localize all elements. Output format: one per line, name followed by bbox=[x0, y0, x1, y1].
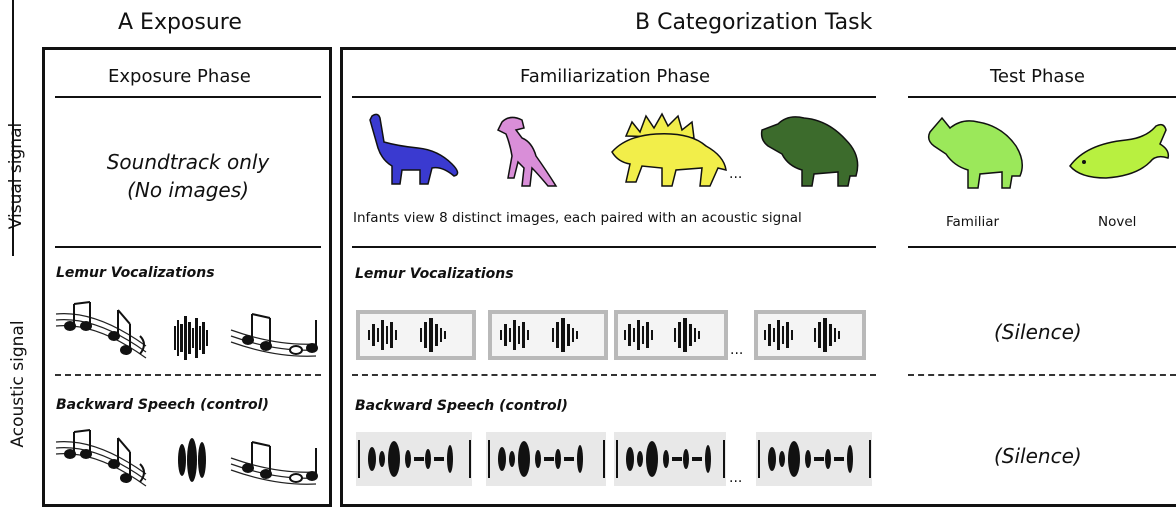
familiarization-acoustic-divider bbox=[352, 374, 876, 376]
lemur-waveform-2 bbox=[488, 310, 608, 360]
backward-waveform-traces bbox=[356, 432, 872, 486]
exposure-lemur-music-notes-icon bbox=[55, 301, 318, 360]
silence-label-1: (Silence) bbox=[994, 320, 1082, 344]
familiar-triceratops-image bbox=[927, 116, 1023, 189]
familiarization-caption: Infants view 8 distinct images, each pai… bbox=[353, 210, 802, 226]
exposure-lemur-label: Lemur Vocalizations bbox=[56, 265, 215, 281]
test-underline bbox=[908, 96, 1176, 98]
exposure-acoustic-divider bbox=[55, 374, 321, 376]
backward-waveform-ellipsis: ... bbox=[729, 470, 743, 486]
blue-sauropod-image bbox=[369, 113, 459, 185]
silence-label-2: (Silence) bbox=[994, 444, 1082, 468]
panel-a-title: A Exposure bbox=[118, 10, 242, 35]
acoustic-signal-label: Acoustic signal bbox=[8, 320, 28, 448]
pink-trex-image bbox=[496, 116, 558, 187]
test-phase-title: Test Phase bbox=[990, 66, 1085, 87]
lemur-waveform-1 bbox=[356, 310, 476, 360]
familiar-label: Familiar bbox=[946, 214, 1000, 230]
familiarization-lemur-label: Lemur Vocalizations bbox=[355, 266, 514, 282]
familiarization-visual-divider bbox=[352, 246, 876, 248]
soundtrack-line1: Soundtrack only bbox=[106, 150, 270, 174]
darkgreen-triceratops-image bbox=[760, 116, 859, 187]
novel-label: Novel bbox=[1098, 214, 1137, 230]
exposure-backward-music-notes-icon bbox=[55, 429, 318, 487]
exposure-phase-title: Exposure Phase bbox=[108, 66, 251, 87]
panel-b-title: B Categorization Task bbox=[635, 10, 873, 35]
familiarization-backward-label: Backward Speech (control) bbox=[355, 398, 568, 414]
familiarization-phase-title: Familiarization Phase bbox=[520, 66, 711, 87]
test-acoustic-divider bbox=[908, 374, 1176, 376]
soundtrack-only-text: Soundtrack only (No images) bbox=[55, 148, 321, 204]
images-ellipsis: ... bbox=[729, 166, 743, 182]
lemur-waveform-ellipsis: ... bbox=[730, 342, 744, 358]
lemur-waveform-4 bbox=[754, 310, 866, 360]
exposure-phase-underline bbox=[55, 96, 321, 98]
exposure-backward-label: Backward Speech (control) bbox=[56, 397, 269, 413]
familiarization-underline bbox=[352, 96, 876, 98]
visual-signal-label: Visual signal bbox=[6, 122, 26, 230]
novel-fish-image bbox=[1069, 123, 1170, 179]
lemur-waveform-traces bbox=[368, 318, 840, 352]
row-label-divider bbox=[12, 0, 14, 256]
yellow-stegosaurus-image bbox=[611, 112, 727, 187]
soundtrack-line2: (No images) bbox=[127, 178, 249, 202]
test-visual-divider bbox=[908, 246, 1176, 248]
exposure-visual-divider bbox=[55, 246, 321, 248]
